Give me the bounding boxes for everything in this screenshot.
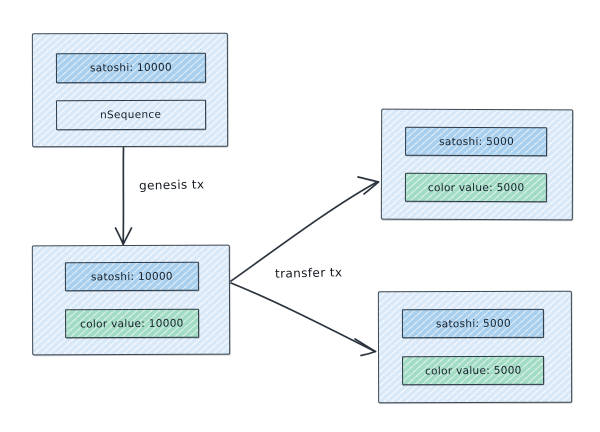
genesis-output-colorvalue-label: color value: 10000 — [80, 316, 184, 331]
genesis-input-satoshi-label: satoshi: 10000 — [89, 61, 172, 75]
genesis-input-nsequence-row: nSequence — [56, 99, 207, 131]
transfer-bottom-colorvalue-row: color value: 5000 — [402, 355, 545, 386]
genesis-output-satoshi-label: satoshi: 10000 — [90, 270, 173, 283]
transfer-top-colorvalue-label: color value: 5000 — [427, 181, 525, 194]
transfer-bottom-colorvalue-label: color value: 5000 — [424, 364, 522, 377]
transfer-top-colorvalue-row: color value: 5000 — [404, 172, 547, 203]
genesis-output-colorvalue-row: color value: 10000 — [65, 308, 200, 339]
genesis-output-satoshi-row: satoshi: 10000 — [64, 261, 199, 292]
genesis-output-node: satoshi: 10000 color value: 10000 — [31, 244, 231, 356]
genesis-input-nsequence-label: nSequence — [100, 108, 162, 122]
genesis-input-node: satoshi: 10000 nSequence — [31, 32, 229, 148]
edge-genesis-tx — [114, 146, 133, 246]
edge-transfer-tx-bottom — [230, 282, 377, 357]
edge-label-genesis-tx: genesis tx — [138, 177, 205, 193]
transfer-output-bottom-node: satoshi: 5000 color value: 5000 — [377, 290, 573, 404]
transfer-bottom-satoshi-row: satoshi: 5000 — [401, 308, 544, 339]
transfer-top-satoshi-label: satoshi: 5000 — [438, 135, 514, 148]
transfer-top-satoshi-row: satoshi: 5000 — [405, 126, 548, 157]
edge-label-transfer-tx: transfer tx — [274, 265, 343, 281]
transfer-output-top-node: satoshi: 5000 color value: 5000 — [380, 108, 574, 221]
transfer-bottom-satoshi-label: satoshi: 5000 — [435, 317, 511, 330]
genesis-input-satoshi-row: satoshi: 10000 — [55, 52, 206, 84]
